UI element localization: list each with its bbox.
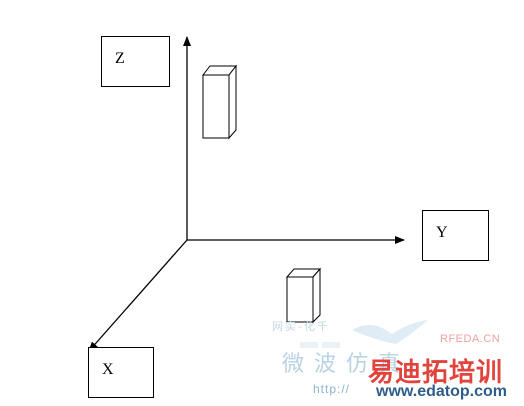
x-label-box: X (88, 347, 154, 398)
z-label-box: Z (101, 36, 170, 87)
y-label-box: Y (422, 210, 489, 261)
watermark-bird-icon (300, 320, 428, 348)
bar-upper (201, 64, 238, 140)
z-label: Z (115, 50, 125, 67)
x-axis (88, 239, 188, 352)
x-label: X (102, 361, 114, 378)
y-label: Y (436, 224, 448, 241)
bar-lower (285, 267, 322, 324)
